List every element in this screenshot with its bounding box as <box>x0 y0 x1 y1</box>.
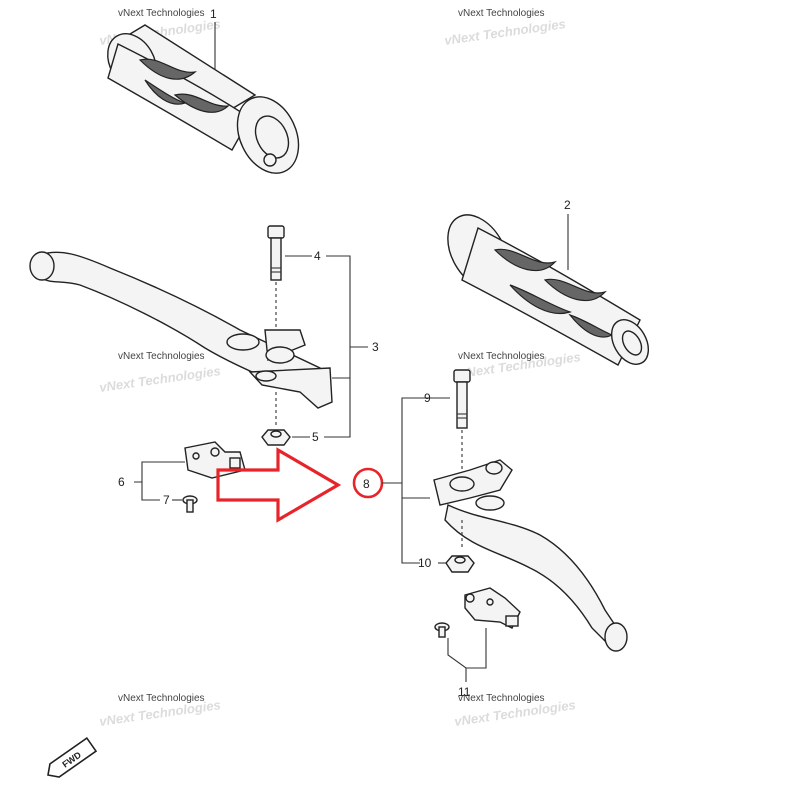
part-1-grip-left <box>107 24 300 174</box>
highlight-arrow <box>216 447 342 523</box>
callout-6: 6 <box>118 475 125 489</box>
leader-bracket <box>324 255 351 438</box>
callout-1: 1 <box>210 7 217 21</box>
callout-7: 7 <box>163 493 170 507</box>
callout-4: 4 <box>314 249 321 263</box>
watermark-label: vNext Technologies <box>118 351 205 362</box>
callout-10: 10 <box>418 556 432 570</box>
callout-11: 11 <box>458 685 471 699</box>
callout-8: 8 <box>363 477 370 491</box>
watermark-label: vNext Technologies <box>458 8 545 19</box>
watermark-stamp: vNext Technologies <box>98 363 221 395</box>
leader-bracket <box>141 482 160 501</box>
watermark-label: vNext Technologies <box>458 693 545 704</box>
callout-2: 2 <box>564 198 571 212</box>
callout-9: 9 <box>424 391 431 405</box>
part-10-nut <box>445 555 475 573</box>
part-5-nut <box>261 429 291 446</box>
watermark-label: vNext Technologies <box>118 693 205 704</box>
part-9-pivot-bolt <box>453 369 471 429</box>
watermark-stamp: vNext Technologies <box>443 16 566 48</box>
watermark-label: vNext Technologies <box>118 8 205 19</box>
part-6-switch <box>184 441 246 479</box>
part-11-switch <box>434 587 521 638</box>
callout-3: 3 <box>372 340 379 354</box>
part-2-grip-right <box>447 214 650 366</box>
part-4-pivot-bolt <box>267 225 285 281</box>
callout-5: 5 <box>312 430 319 444</box>
part-3-clutch-lever <box>29 251 333 409</box>
leader-bracket <box>401 397 450 564</box>
leader-bracket <box>134 461 185 483</box>
fwd-direction-arrow: FWD <box>47 736 98 778</box>
leader-bracket <box>447 628 487 669</box>
part-7-screw <box>182 495 198 513</box>
watermark-label: vNext Technologies <box>458 351 545 362</box>
part-8-brake-lever <box>433 459 628 652</box>
